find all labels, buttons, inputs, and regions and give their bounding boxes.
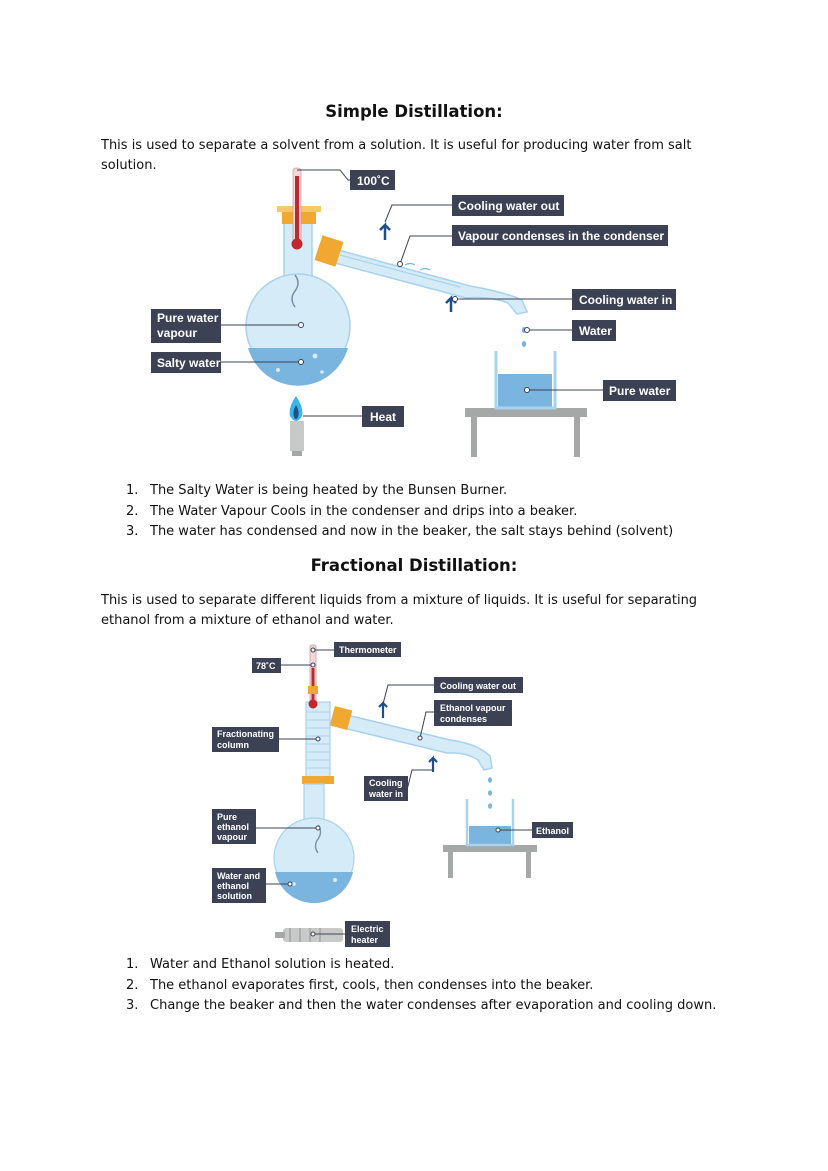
svg-text:Cooling water in: Cooling water in <box>579 293 672 307</box>
svg-text:Water and: Water and <box>217 871 260 881</box>
svg-text:Ethanol vapour: Ethanol vapour <box>440 703 506 713</box>
simple-distillation-steps: 1.The Salty Water is being heated by the… <box>126 481 673 543</box>
list-item: 1.The Salty Water is being heated by the… <box>126 483 508 498</box>
diagram-label-heat: Heat <box>362 406 404 427</box>
diagram-label-electric-heater: Electric heater <box>345 921 390 947</box>
svg-text:ethanol: ethanol <box>217 822 249 832</box>
leader-lines-2 <box>256 649 532 935</box>
condenser <box>314 221 529 315</box>
diagram-label-cooling-out-2: Cooling water out <box>434 677 523 693</box>
svg-text:solution: solution <box>217 891 252 901</box>
svg-text:column: column <box>217 740 249 750</box>
thermometer <box>291 167 303 250</box>
diagram-label-cooling-out: Cooling water out <box>452 195 564 216</box>
svg-text:heater: heater <box>351 935 379 945</box>
diagram-label-cooling-in-2: Cooling water in <box>364 776 408 801</box>
section-intro: This is used to separate a solvent from … <box>101 138 692 173</box>
diagram-label-water-ethanol-solution: Water and ethanol solution <box>212 868 266 903</box>
svg-text:water in: water in <box>368 789 403 799</box>
diagram-label-pure-ethanol-vapour: Pure ethanol vapour <box>212 809 256 844</box>
diagram-label-cooling-in: Cooling water in <box>572 289 676 310</box>
diagram-label-ethanol-vapour: Ethanol vapour condenses <box>434 700 512 726</box>
svg-text:ethanol: ethanol <box>217 881 249 891</box>
svg-text:Electric: Electric <box>351 924 384 934</box>
list-item: 1.Water and Ethanol solution is heated. <box>126 957 395 972</box>
svg-text:Vapour condenses in the conden: Vapour condenses in the condenser <box>458 229 664 243</box>
list-item: 2.The Water Vapour Cools in the condense… <box>126 503 578 519</box>
beaker <box>494 351 557 410</box>
svg-text:condenses: condenses <box>440 714 487 724</box>
diagram-label-thermometer: Thermometer <box>334 642 401 657</box>
svg-text:Cooling: Cooling <box>369 778 403 788</box>
diagram-label-vapour-condenses: Vapour condenses in the condenser <box>452 225 668 246</box>
svg-text:Cooling water out: Cooling water out <box>440 681 516 691</box>
list-item: 3.Change the beaker and then the water c… <box>126 998 717 1013</box>
fractional-distillation-steps: 1.Water and Ethanol solution is heated. … <box>126 955 716 1017</box>
diagram-label-fractionating-column: Fractionating column <box>212 727 279 752</box>
svg-text:Salty water: Salty water <box>157 356 221 370</box>
fractional-distillation-diagram <box>273 644 537 942</box>
svg-text:Cooling water out: Cooling water out <box>458 199 559 213</box>
bunsen-burner <box>289 396 304 456</box>
diagram-label-pure-water: Pure water <box>603 380 676 401</box>
svg-text:Pure: Pure <box>217 812 237 822</box>
leader-endpoints <box>298 261 530 393</box>
diagram-label-pure-water-vapour: Pure water vapour <box>151 309 221 343</box>
leader-endpoints-2 <box>287 647 501 937</box>
svg-text:100˚C: 100˚C <box>357 174 390 188</box>
svg-text:vapour: vapour <box>157 326 197 340</box>
diagram-label-salty-water: Salty water <box>151 352 221 373</box>
svg-text:Pure water: Pure water <box>157 311 219 325</box>
section-title: Simple Distillation: <box>325 102 503 121</box>
svg-text:Fractionating: Fractionating <box>217 729 274 739</box>
svg-text:78˚C: 78˚C <box>256 661 276 671</box>
section-title: Fractional Distillation: <box>310 556 518 575</box>
diagram-label-ethanol: Ethanol <box>532 822 573 838</box>
svg-text:Water: Water <box>579 324 612 338</box>
svg-text:Pure water: Pure water <box>609 384 671 398</box>
diagram-label-water: Water <box>572 320 616 341</box>
svg-text:Thermometer: Thermometer <box>339 645 397 655</box>
svg-text:vapour: vapour <box>217 832 248 842</box>
list-item: 2.The ethanol evaporates first, cools, t… <box>126 977 594 993</box>
section-intro: This is used to separate different liqui… <box>101 593 698 628</box>
svg-text:Ethanol: Ethanol <box>536 826 569 836</box>
diagram-label-temp: 100˚C <box>350 170 395 190</box>
diagram-label-temp-78: 78˚C <box>252 658 281 673</box>
svg-text:Heat: Heat <box>370 410 396 424</box>
list-item: 3.The water has condensed and now in the… <box>126 524 674 539</box>
stand <box>465 408 587 457</box>
